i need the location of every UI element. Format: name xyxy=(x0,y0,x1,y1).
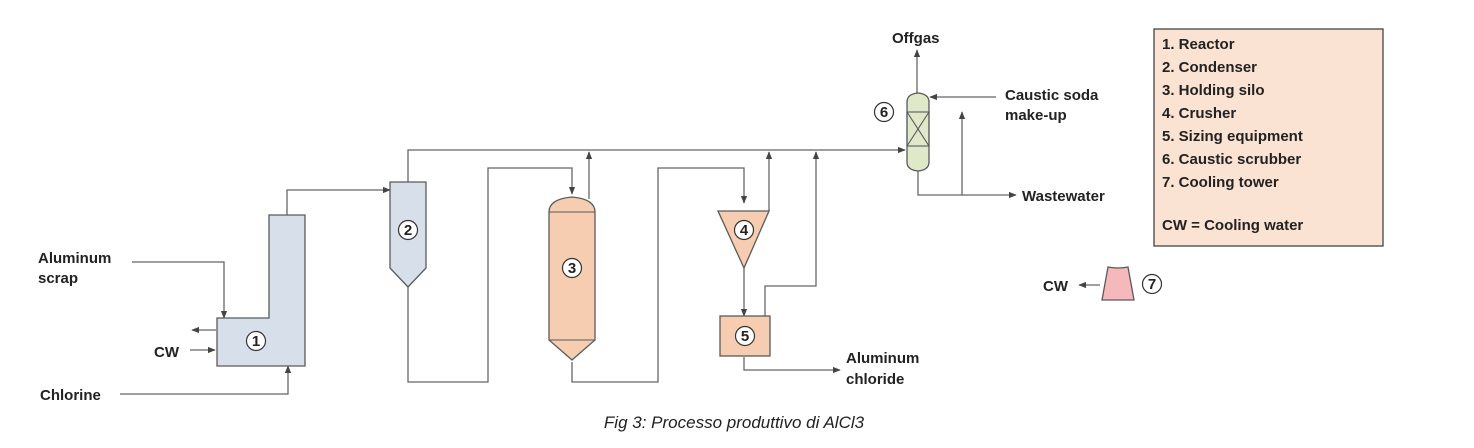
legend-item: 5. Sizing equipment xyxy=(1162,128,1303,145)
reactor-to-condenser-line xyxy=(286,186,391,215)
chlorine-label: Chlorine xyxy=(40,387,101,404)
scrubber-number: 6 xyxy=(880,104,888,121)
scrubber-number-circle xyxy=(873,101,895,123)
reactor-body xyxy=(216,214,306,367)
recirculation-line xyxy=(917,111,966,196)
reactor: 1 xyxy=(216,214,306,367)
aluminum-scrap-line xyxy=(132,261,228,319)
offgas-label: Offgas xyxy=(892,30,940,47)
wastewater-label: Wastewater xyxy=(1022,188,1105,205)
holding-silo-body xyxy=(548,196,596,361)
crusher-number-circle xyxy=(733,219,755,241)
condenser: 2 xyxy=(389,181,427,288)
reactor-number-circle xyxy=(245,330,267,352)
crusher-number: 4 xyxy=(740,222,749,239)
legend-item: 3. Holding silo xyxy=(1162,82,1265,99)
caustic-scrubber-body xyxy=(906,92,930,172)
cw-reactor-label: CW xyxy=(154,344,180,361)
aluminum-chloride-label-line2: chloride xyxy=(846,371,904,388)
sizing-number: 5 xyxy=(741,328,749,345)
reactor-number: 1 xyxy=(252,333,260,350)
holding-silo: 3 xyxy=(548,196,596,361)
tower-number: 7 xyxy=(1148,276,1156,293)
legend-item: 4. Crusher xyxy=(1162,105,1236,122)
condenser-number: 2 xyxy=(404,222,412,239)
sizing-equipment: 5 xyxy=(719,315,771,357)
aluminum-chloride-label-line1: Aluminum xyxy=(846,350,919,367)
aluminum-chloride-line xyxy=(743,357,841,374)
cooling-tower: 7 xyxy=(1101,266,1163,301)
caustic-scrubber: 6 xyxy=(873,92,930,172)
figure-caption: Fig 3: Processo produttivo di AlCl3 xyxy=(604,413,865,432)
legend-item: 1. Reactor xyxy=(1162,36,1235,53)
sizing-number-circle xyxy=(734,325,756,347)
condenser-to-silo-line xyxy=(407,167,576,383)
aluminum-scrap-label-line1: Aluminum xyxy=(38,250,111,267)
cw-tower-label: CW xyxy=(1043,278,1069,295)
legend: 1. Reactor 2. Condenser 3. Holding silo … xyxy=(1153,28,1384,247)
silo-number: 3 xyxy=(568,260,576,277)
legend-item: 2. Condenser xyxy=(1162,59,1257,76)
legend-item: 6. Caustic scrubber xyxy=(1162,151,1301,168)
silo-to-crusher-line xyxy=(571,167,748,383)
caustic-soda-label-line2: make-up xyxy=(1005,107,1067,124)
sizing-vent-line xyxy=(764,151,820,316)
legend-box xyxy=(1153,28,1384,247)
cooling-tower-body xyxy=(1101,266,1135,301)
legend-note: CW = Cooling water xyxy=(1162,217,1303,234)
legend-item: 7. Cooling tower xyxy=(1162,174,1279,191)
chlorine-line xyxy=(120,365,292,395)
process-lines xyxy=(120,49,1100,395)
silo-number-circle xyxy=(561,257,583,279)
crusher: 4 xyxy=(716,210,770,270)
vent-header-line xyxy=(407,146,906,182)
caustic-soda-label-line1: Caustic soda xyxy=(1005,87,1099,104)
condenser-number-circle xyxy=(397,219,419,241)
tower-number-circle xyxy=(1141,273,1163,295)
aluminum-scrap-label-line2: scrap xyxy=(38,270,78,287)
